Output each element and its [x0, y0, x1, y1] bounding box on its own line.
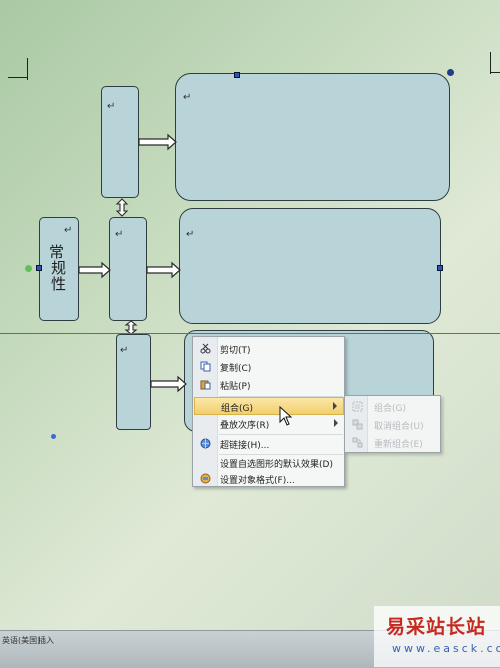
menu-item-label: 组合(G)	[221, 404, 253, 414]
crop-mark-vertical	[27, 58, 28, 80]
status-language[interactable]: 英语(美国)	[2, 636, 41, 645]
menu-item-label: 剪切(T)	[220, 346, 251, 356]
menu-item-hyperlink[interactable]: 超链接(H)...	[194, 435, 344, 453]
menu-item-cut[interactable]: 剪切(T)	[194, 340, 344, 358]
shape-middle-top[interactable]	[101, 86, 139, 198]
status-mode[interactable]: 插入	[38, 636, 54, 645]
resize-handle-left[interactable]	[36, 265, 42, 271]
scissors-icon	[200, 343, 211, 354]
hyperlink-icon	[200, 438, 211, 449]
rotate-handle[interactable]	[25, 265, 32, 272]
crop-mark-vertical-right	[490, 52, 491, 74]
resize-handle-right[interactable]	[437, 265, 443, 271]
double-arrow-upper	[115, 198, 129, 217]
menu-item-group[interactable]: 组合(G)	[194, 397, 344, 415]
menu-item-format-object[interactable]: 设置对象格式(F)...	[194, 470, 344, 488]
watermark-url: www.easck.com	[392, 642, 500, 655]
vertical-text-3: 性	[51, 275, 67, 293]
group-submenu: 组合(G) 取消组合(U) 重新组合(E)	[344, 395, 441, 453]
submenu-item-label: 取消组合(U)	[374, 422, 424, 432]
crop-mark-horizontal-right	[490, 72, 500, 73]
shape-right-middle[interactable]	[179, 208, 441, 324]
submenu-arrow-icon	[333, 402, 337, 410]
arrow-left	[78, 261, 111, 279]
submenu-arrow-icon	[334, 419, 338, 427]
arrow-middle	[146, 261, 181, 279]
submenu-item-group[interactable]: 组合(G)	[346, 398, 441, 416]
menu-item-label: 设置自选图形的默认效果(D)	[220, 460, 333, 470]
format-object-icon	[200, 473, 211, 484]
para-mark: ↵	[186, 229, 195, 240]
menu-item-copy[interactable]: 复制(C)	[194, 358, 344, 376]
menu-separator	[219, 396, 343, 397]
para-mark: ↵	[107, 101, 116, 112]
submenu-item-regroup[interactable]: 重新组合(E)	[346, 434, 441, 452]
shape-right-top[interactable]	[175, 73, 450, 201]
menu-separator	[219, 454, 343, 455]
para-mark: ↵	[120, 345, 129, 356]
para-mark: ↵	[115, 229, 124, 240]
menu-item-label: 复制(C)	[220, 364, 252, 374]
group-icon	[352, 401, 363, 412]
submenu-item-ungroup[interactable]: 取消组合(U)	[346, 416, 441, 434]
adjust-handle[interactable]	[447, 69, 454, 76]
submenu-item-label: 重新组合(E)	[374, 440, 423, 450]
arrow-top	[138, 133, 177, 151]
crop-mark-horizontal	[8, 77, 28, 78]
regroup-icon	[352, 437, 363, 448]
copy-icon	[200, 361, 211, 372]
submenu-item-label: 组合(G)	[374, 404, 406, 414]
menu-item-default-effect[interactable]: 设置自选图形的默认效果(D)	[194, 454, 344, 472]
para-mark: ↵	[64, 225, 73, 236]
context-menu: 剪切(T) 复制(C) 粘贴(P) 组合(G) 叠放次序(R) 超链接(H)..…	[192, 336, 345, 487]
menu-item-paste[interactable]: 粘贴(P)	[194, 376, 344, 394]
page-break-line	[0, 333, 500, 334]
menu-item-label: 设置对象格式(F)...	[220, 476, 295, 486]
menu-item-label: 超链接(H)...	[220, 441, 270, 451]
menu-item-label: 粘贴(P)	[220, 382, 251, 392]
watermark-background	[374, 606, 500, 667]
paste-icon	[200, 380, 211, 390]
ungroup-icon	[352, 419, 363, 430]
anchor-dot	[51, 434, 56, 439]
arrow-bottom	[150, 375, 187, 393]
watermark-title: 易采站长站	[386, 616, 487, 638]
menu-separator	[219, 434, 343, 435]
mouse-cursor-icon	[279, 406, 293, 426]
vertical-text-2: 规	[51, 259, 67, 277]
menu-item-label: 叠放次序(R)	[220, 421, 270, 431]
vertical-text-1: 常	[49, 243, 65, 261]
menu-item-order[interactable]: 叠放次序(R)	[194, 415, 344, 433]
para-mark: ↵	[183, 92, 192, 103]
resize-handle-top[interactable]	[234, 72, 240, 78]
